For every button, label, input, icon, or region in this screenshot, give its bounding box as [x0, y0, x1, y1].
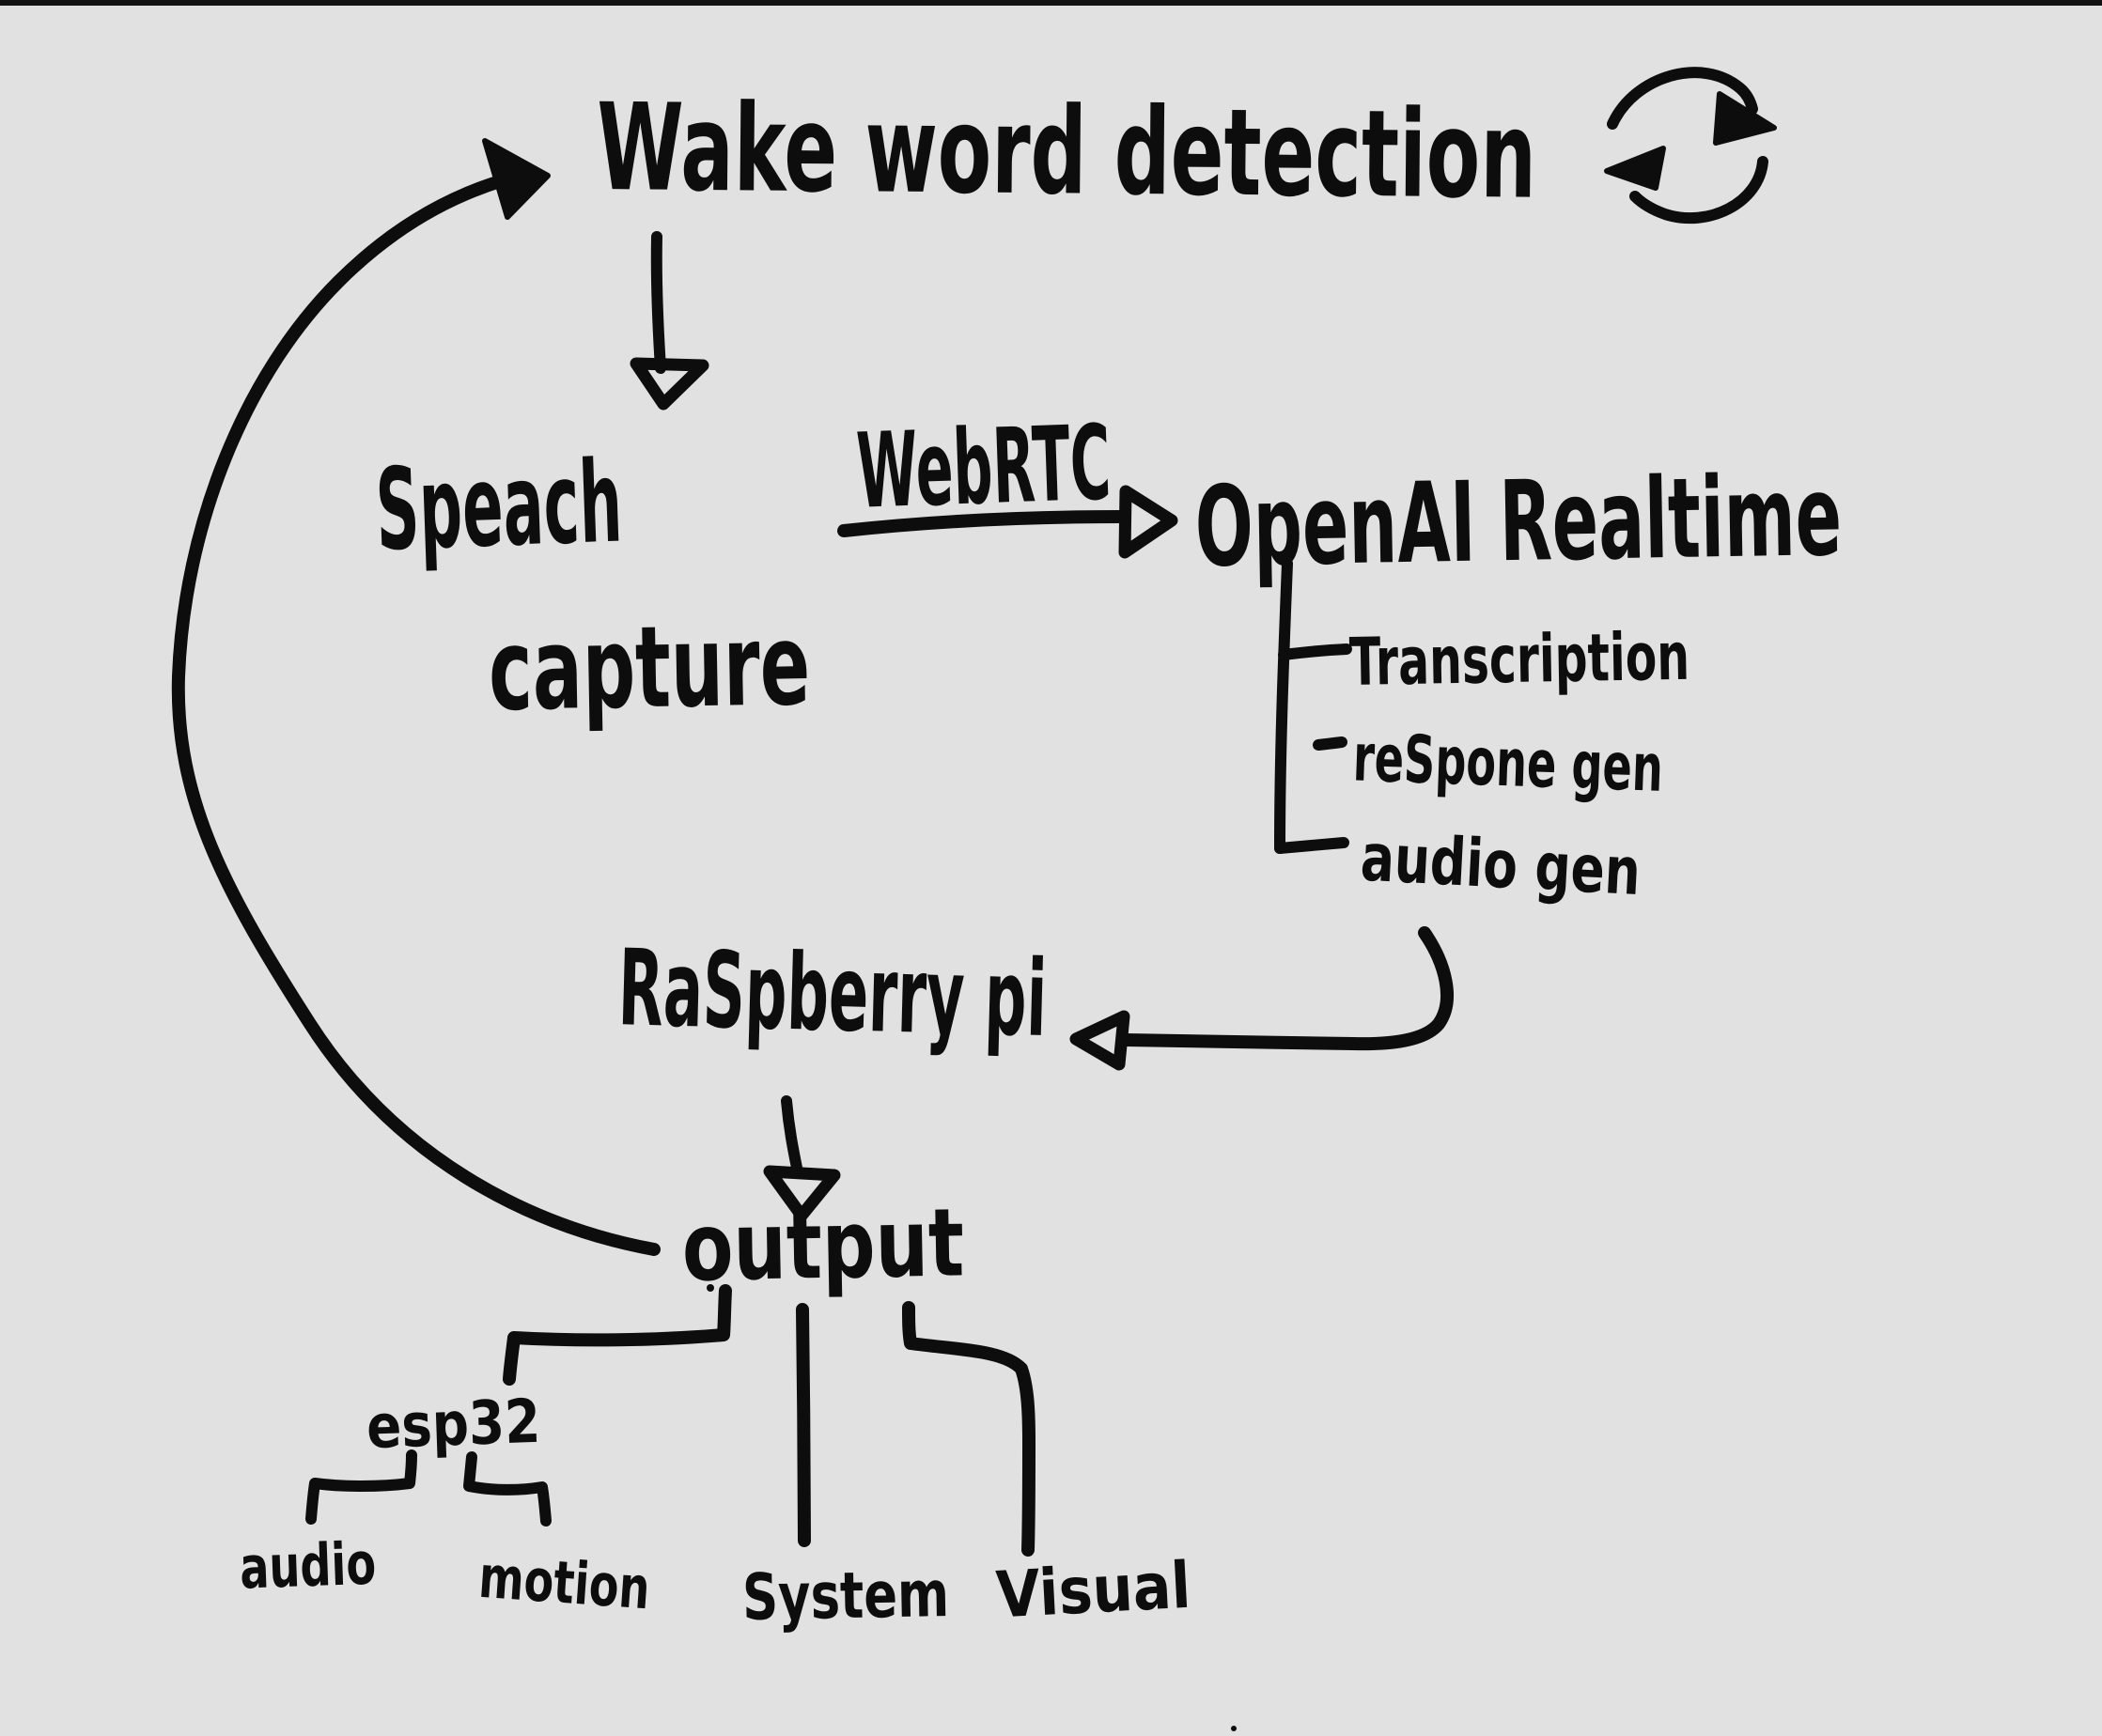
edge-webrtc-label: WebRTC: [855, 402, 1113, 531]
edge-webrtc-line: [837, 510, 1130, 537]
edge-esp32-to-audio: [305, 1449, 417, 1525]
node-esp32-label: esp32: [366, 1387, 541, 1463]
edge-wake-to-speech-arrowhead-icon: [630, 357, 709, 411]
ink-speck: [707, 1284, 714, 1292]
edge-audiogen-to-raspberry-line: [1119, 926, 1454, 1051]
node-raspberry-pi-label: RaSpberry pi: [616, 927, 1048, 1061]
node-openai-realtime-label: OpenAI Realtime: [1194, 451, 1843, 592]
edge-output-to-wake-arrowhead-icon: [482, 138, 551, 220]
edge-raspberry-to-output-line: [781, 1095, 803, 1178]
node-audio-label: audio: [239, 1529, 377, 1603]
node-speech-capture-line1: Speach: [374, 437, 625, 576]
node-system-label: System: [741, 1558, 949, 1635]
edge-audiogen-to-raspberry-arrowhead-icon: [1069, 1010, 1130, 1071]
node-audio-gen-label: audio gen: [1359, 819, 1643, 910]
node-response-gen-label: reSpone gen: [1352, 719, 1665, 806]
openai-children-bracket: [1274, 558, 1352, 854]
node-wake-word-label: Wake word detection: [596, 78, 1536, 226]
loop-icon: [1604, 67, 1777, 225]
edge-webrtc-arrowhead-icon: [1118, 485, 1178, 559]
edge-output-to-system: [796, 1303, 811, 1547]
node-transcription-label: Transcription: [1348, 618, 1689, 701]
edge-output-to-wake-arrow: [171, 175, 661, 1256]
node-motion-label: motion: [476, 1542, 652, 1623]
top-edge-artifact: [0, 0, 2102, 6]
node-visual-label: Visual: [994, 1549, 1192, 1634]
node-output-label: output: [681, 1187, 965, 1302]
edge-output-to-esp32: [503, 1284, 732, 1386]
edge-esp32-to-motion: [463, 1451, 552, 1527]
edge-output-to-visual: [902, 1301, 1035, 1557]
ink-speck: [1231, 1726, 1237, 1731]
edge-raspberry-to-output-arrowhead-icon: [763, 1165, 841, 1222]
node-speech-capture-line2: capture: [488, 600, 811, 736]
edge-wake-to-speech-line: [650, 231, 666, 374]
